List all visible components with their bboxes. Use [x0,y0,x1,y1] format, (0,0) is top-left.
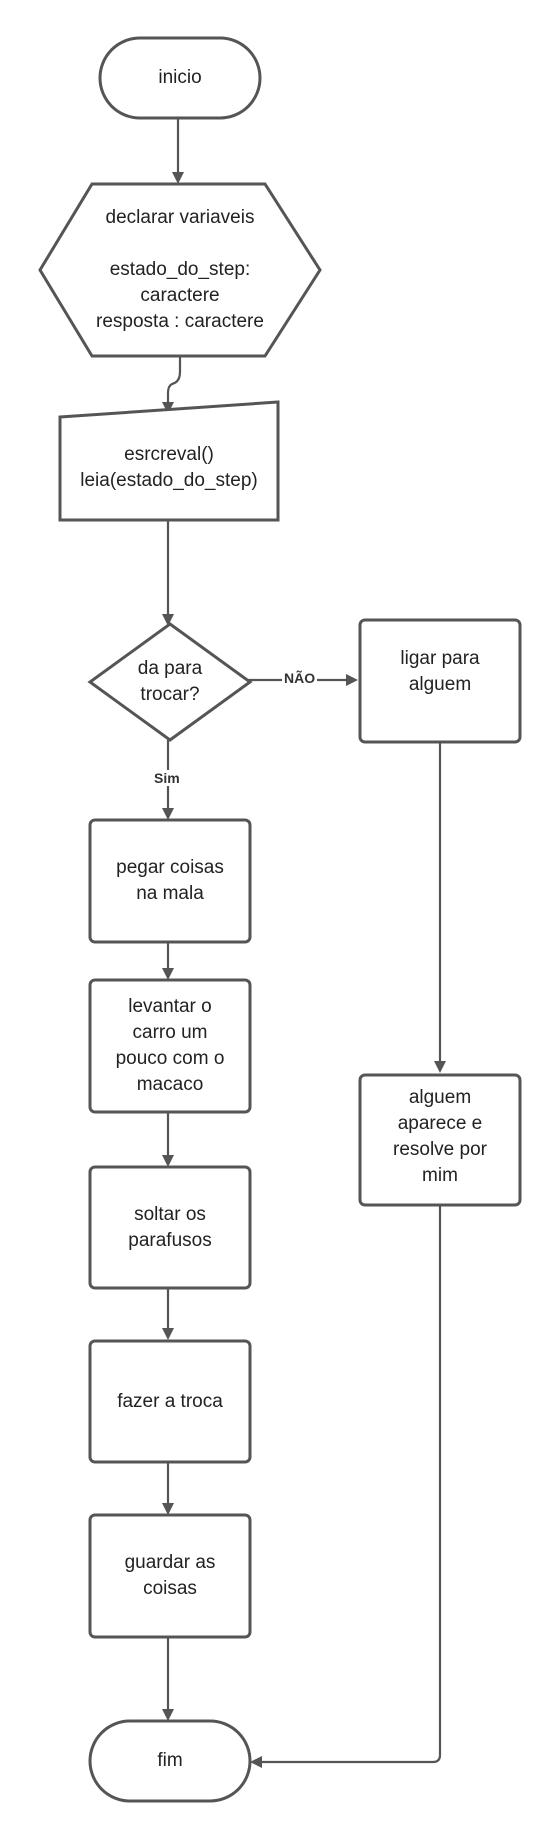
declare-node-label: declarar variaveis estado_do_step: carac… [70,190,290,350]
edge-label-no: NÃO [282,670,318,686]
call-line-2: alguem [408,674,472,695]
decision-diamond-shape [87,622,253,742]
edge-declare-to-io [166,355,182,402]
someone-line-1: alguem [408,1087,472,1108]
declare-line-5: resposta : caractere [96,311,264,332]
io-line-2: leia(estado_do_step) [80,470,258,491]
screws-line-2: parafusos [128,1229,212,1251]
io-line-1: esrcreval() [124,444,214,465]
store-line-1: guardar as [124,1552,216,1573]
someone-line-3: resolve por [393,1139,487,1160]
decision-line-1: da para [137,658,203,679]
swap-node-label: fazer a troca [90,1341,250,1462]
jack-line-2: carro um [132,1022,208,1043]
jack-node-label: levantar o carro um pouco com o macaco [90,980,250,1112]
bag-node-label: pegar coisas na mala [90,820,250,942]
someone-line-2: aparece e [397,1113,483,1134]
start-line-1: inicio [158,67,202,88]
edge-decision-to-bag-arrow [162,808,174,820]
decision-node-label: da para trocar? [110,652,230,712]
swap-process-shape [88,1339,252,1464]
store-line-2: coisas [143,1578,197,1599]
edge-bag-to-jack-arrow [162,968,174,980]
edge-screws-to-swap-arrow [162,1328,174,1340]
end-line-1: fim [157,1750,183,1771]
screws-line-1: soltar os [134,1203,206,1225]
edge-io-to-decision-arrow [162,614,174,626]
start-node-label: inicio [100,38,260,118]
declare-line-1: declarar variaveis [105,207,255,228]
edge-jack-to-screws-arrow [162,1155,174,1167]
bag-process-shape [88,818,252,944]
declare-line-3: estado_do_step: [109,259,251,280]
store-process-shape [88,1513,252,1639]
call-line-1: ligar para [400,648,480,669]
swap-line-1: fazer a troca [117,1390,223,1412]
end-node-label: fim [90,1721,250,1801]
edge-store-to-end-arrow [162,1709,174,1721]
jack-process-shape [88,978,252,1114]
jack-line-4: macaco [136,1074,204,1095]
edge-call-to-someone-arrow [434,1061,446,1073]
screws-process-shape [88,1165,252,1290]
edge-swap-to-store-arrow [162,1503,174,1515]
edge-someone-to-end-arrow [250,1756,262,1768]
end-terminator-shape [88,1719,252,1803]
bag-line-1: pegar coisas [116,857,224,878]
io-node-label: esrcreval() leia(estado_do_step) [60,428,278,508]
declare-line-4: caractere [140,285,220,306]
io-manual-input-shape [58,400,280,522]
call-process-shape [358,618,522,744]
store-node-label: guardar as coisas [90,1515,250,1637]
bag-line-2: na mala [136,883,204,904]
someone-process-shape [358,1073,522,1207]
edge-start-to-declare-arrow [172,172,184,184]
someone-node-label: alguem aparece e resolve por mim [360,1075,520,1205]
declare-preparation-shape [38,182,322,358]
edge-declare-to-io-arrow [162,402,174,414]
screws-node-label: soltar os parafusos [90,1167,250,1288]
edge-label-yes: Sim [152,770,182,786]
someone-line-4: mim [422,1165,458,1186]
edge-decision-to-call-arrow [346,674,358,686]
decision-line-2: trocar? [140,684,200,705]
call-node-label: ligar para alguem [360,620,520,742]
jack-line-1: levantar o [128,996,212,1017]
jack-line-3: pouco com o [115,1048,225,1069]
start-terminator-shape [98,36,262,120]
edge-someone-to-end [262,1206,442,1764]
